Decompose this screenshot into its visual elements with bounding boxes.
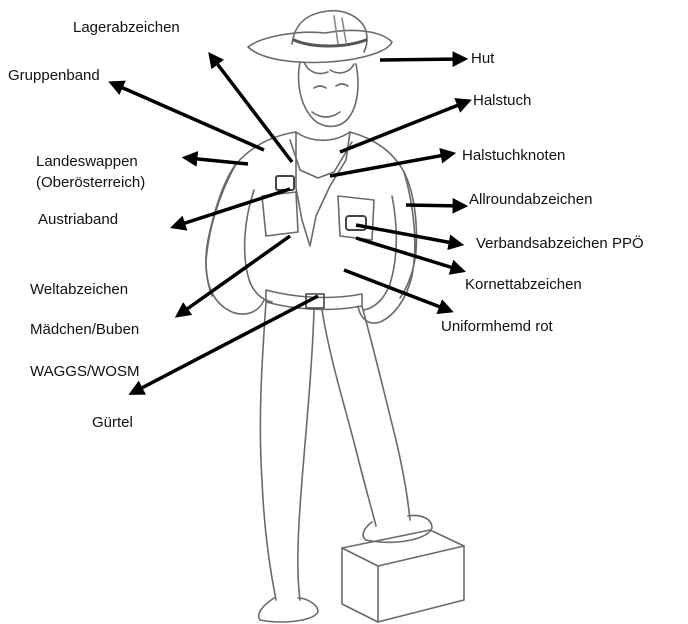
label-halstuch: Halstuch	[473, 92, 531, 110]
arrow-austriaband	[176, 189, 290, 226]
label-weltabzeichen: Weltabzeichen	[30, 281, 128, 299]
label-kornettabzeichen: Kornettabzeichen	[465, 276, 582, 294]
arrow-allroundabzeichen	[406, 205, 462, 206]
label-hut: Hut	[471, 50, 494, 68]
arrow-weltabzeichen	[180, 236, 290, 314]
label-guertel: Gürtel	[92, 414, 133, 432]
label-maedchen-buben: Mädchen/Buben	[30, 321, 139, 339]
label-landeswappen: Landeswappen (Oberösterreich)	[36, 151, 145, 193]
label-allroundabzeichen: Allroundabzeichen	[469, 191, 592, 209]
label-uniformhemd: Uniformhemd rot	[441, 318, 553, 336]
label-waggs-wosm: WAGGS/WOSM	[30, 363, 139, 381]
arrow-landeswappen	[188, 158, 248, 164]
arrow-halstuchknoten	[330, 154, 450, 176]
arrow-halstuch	[340, 102, 466, 152]
arrow-uniformhemd	[344, 270, 448, 310]
label-austriaband: Austriaband	[38, 211, 118, 229]
label-verbandsabzeichen: Verbandsabzeichen PPÖ	[476, 235, 644, 253]
label-halstuchknoten: Halstuchknoten	[462, 147, 565, 165]
arrow-guertel	[134, 296, 318, 392]
label-landeswappen-line1: Landeswappen	[36, 151, 145, 172]
label-gruppenband: Gruppenband	[8, 67, 100, 85]
label-landeswappen-line2: (Oberösterreich)	[36, 172, 145, 193]
arrow-hut	[380, 59, 462, 60]
label-lagerabzeichen: Lagerabzeichen	[73, 19, 180, 37]
